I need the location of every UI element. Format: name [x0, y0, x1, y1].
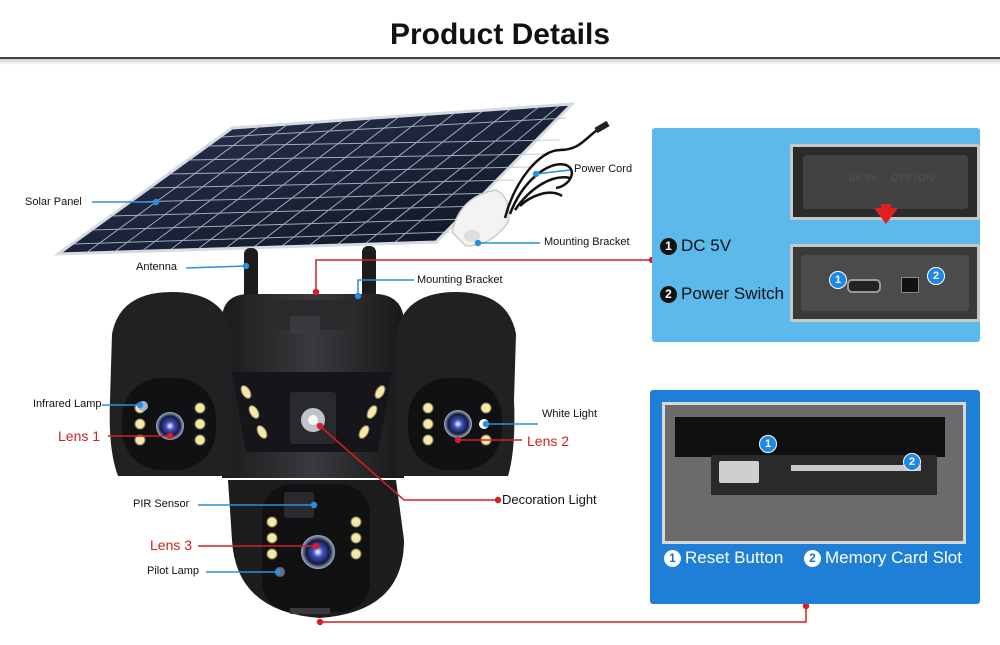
- arrow-down-icon: [874, 208, 898, 224]
- lens-3: [301, 535, 335, 569]
- title-divider: [0, 57, 1000, 59]
- label-lens-2: Lens 2: [527, 433, 570, 449]
- power-item-1-label: DC 5V: [681, 236, 732, 255]
- card-item-2-label: Memory Card Slot: [825, 548, 962, 567]
- card-detail-panel: 1 2 1 Reset Button 2 Memory Card Slot: [650, 390, 980, 604]
- label-pir-sensor: PIR Sensor: [133, 498, 190, 510]
- lens-1: [156, 412, 184, 440]
- label-solar-panel: Solar Panel: [25, 196, 82, 208]
- page-title: Product Details: [389, 18, 611, 51]
- cover-offon-text: OFF/ON: [891, 173, 935, 184]
- card-item-2-num: 2: [804, 549, 821, 567]
- title-divider-shadow: [0, 59, 1000, 65]
- label-power-cord: Power Cord: [574, 163, 633, 175]
- label-lens-3: Lens 3: [150, 537, 193, 553]
- power-item-1: 1 DC 5V: [660, 236, 731, 256]
- power-detail-panel: DC 5V OFF/ON 1 2 1 DC 5V 2 Power Switch: [652, 128, 980, 342]
- solar-panel: [53, 102, 576, 256]
- power-cord: [503, 120, 610, 219]
- label-mounting-bracket-top: Mounting Bracket: [544, 236, 630, 248]
- card-slot-photo: 1 2: [662, 402, 966, 544]
- port-open-photo: 1 2: [790, 244, 980, 322]
- label-pilot-lamp: Pilot Lamp: [147, 565, 199, 577]
- label-mounting-bracket-mid: Mounting Bracket: [417, 274, 503, 286]
- callout-lines-red: [108, 256, 810, 626]
- card-slot: [791, 465, 921, 471]
- mounting-bracket-top: [451, 189, 510, 247]
- reset-button: [719, 461, 759, 483]
- power-item-2-num: 2: [660, 285, 677, 303]
- label-infrared-lamp: Infrared Lamp: [33, 398, 102, 410]
- card-item-2: 2 Memory Card Slot: [804, 548, 962, 568]
- lens-2: [444, 410, 472, 438]
- power-item-1-num: 1: [660, 237, 677, 255]
- card-item-1-num: 1: [664, 549, 681, 567]
- label-antenna: Antenna: [136, 261, 177, 273]
- card-item-1-label: Reset Button: [685, 548, 784, 567]
- card-badge-1: 1: [759, 435, 777, 453]
- arrow-stem: [881, 204, 891, 212]
- led-array: [134, 385, 492, 560]
- card-badge-2: 2: [903, 453, 921, 471]
- port-badge-2: 2: [927, 267, 945, 285]
- camera-body: [109, 292, 516, 618]
- card-item-1: 1 Reset Button: [664, 548, 783, 568]
- power-switch-port: [901, 277, 919, 293]
- power-item-2: 2 Power Switch: [660, 284, 784, 304]
- label-decoration-light: Decoration Light: [502, 492, 597, 507]
- usb-c-port: [847, 279, 881, 293]
- cover-badge-text: DC 5V: [849, 174, 878, 183]
- label-white-light: White Light: [542, 408, 598, 420]
- power-item-2-label: Power Switch: [681, 284, 784, 303]
- callout-lines-blue: [92, 169, 571, 576]
- port-badge-1: 1: [829, 271, 847, 289]
- label-lens-1: Lens 1: [58, 428, 101, 444]
